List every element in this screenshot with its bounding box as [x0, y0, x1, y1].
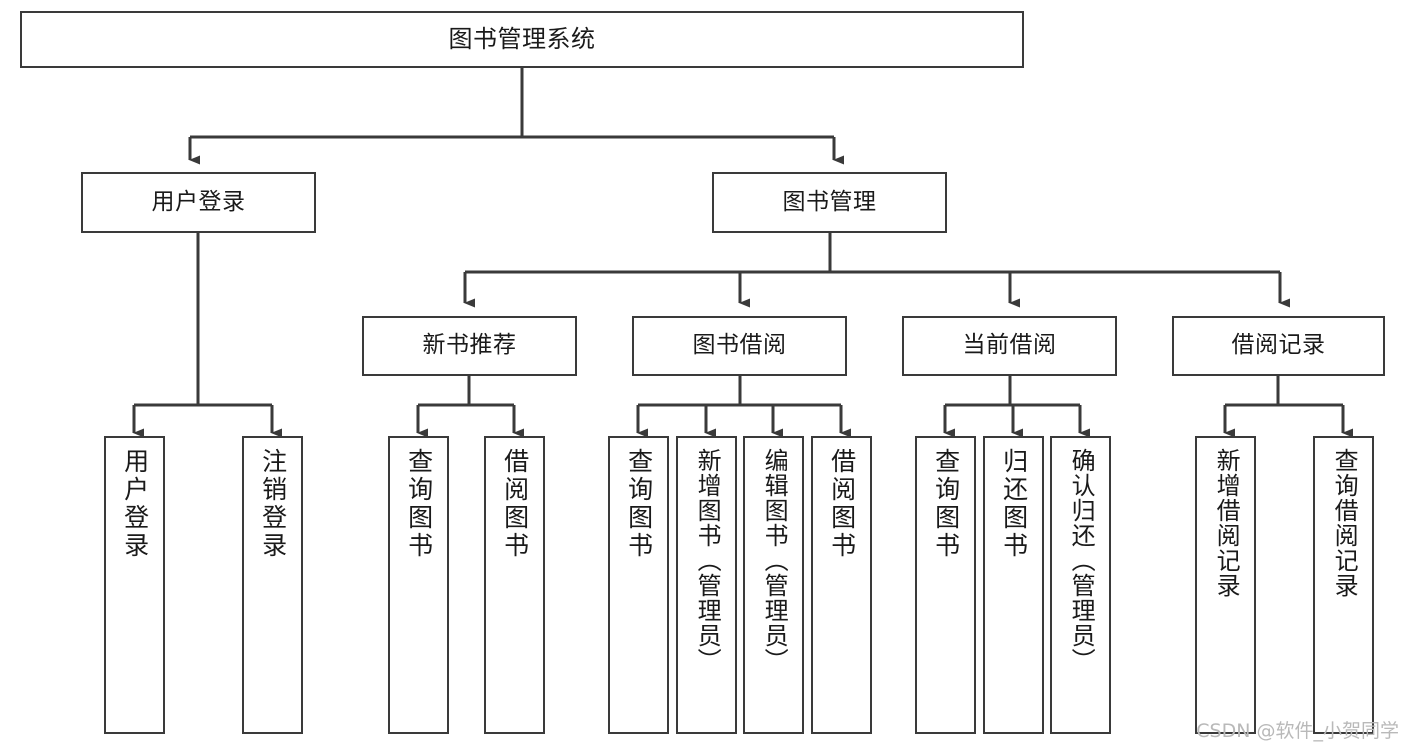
node-book-management[interactable]: 图书管理: [712, 172, 947, 233]
node-label: 借阅图书: [500, 448, 530, 560]
leaf-return-book[interactable]: 归还图书: [983, 436, 1044, 734]
node-current-borrowing[interactable]: 当前借阅: [902, 316, 1117, 376]
node-label: 查询借阅记录: [1330, 448, 1359, 598]
node-user-login[interactable]: 用户登录: [81, 172, 316, 233]
leaf-confirm-return-admin[interactable]: 确认归还（管理员）: [1050, 436, 1111, 734]
leaf-add-book-admin[interactable]: 新增图书（管理员）: [676, 436, 737, 734]
leaf-query-book-newbook[interactable]: 查询图书: [388, 436, 449, 734]
node-label: 图书管理: [782, 188, 877, 215]
leaf-user-login[interactable]: 用户登录: [104, 436, 165, 734]
node-label: 新增图书（管理员）: [693, 448, 722, 673]
leaf-edit-book-admin[interactable]: 编辑图书（管理员）: [743, 436, 804, 734]
node-label: 借阅图书: [827, 448, 857, 560]
node-label: 图书借阅: [692, 332, 787, 359]
node-label: 查询图书: [931, 448, 961, 560]
leaf-query-borrow-record[interactable]: 查询借阅记录: [1313, 436, 1374, 734]
node-book-borrowing[interactable]: 图书借阅: [632, 316, 847, 376]
node-label: 编辑图书（管理员）: [760, 448, 789, 673]
node-label: 新增借阅记录: [1212, 448, 1241, 598]
node-label: 新书推荐: [422, 332, 517, 359]
node-label: 查询图书: [404, 448, 434, 560]
node-root-book-management-system[interactable]: 图书管理系统: [20, 11, 1024, 68]
node-label: 用户登录: [120, 448, 150, 560]
node-label: 归还图书: [999, 448, 1029, 560]
node-label: 查询图书: [624, 448, 654, 560]
node-label: 借阅记录: [1231, 332, 1326, 359]
node-label: 确认归还（管理员）: [1067, 448, 1096, 673]
node-borrowing-record[interactable]: 借阅记录: [1172, 316, 1385, 376]
leaf-query-book-current[interactable]: 查询图书: [915, 436, 976, 734]
leaf-borrow-book[interactable]: 借阅图书: [811, 436, 872, 734]
node-label: 当前借阅: [962, 332, 1057, 359]
csdn-watermark: CSDN @软件_小贺同学: [1196, 720, 1399, 742]
node-label: 图书管理系统: [448, 25, 596, 54]
leaf-query-book-borrow[interactable]: 查询图书: [608, 436, 669, 734]
leaf-logout[interactable]: 注销登录: [242, 436, 303, 734]
node-new-book-recommendation[interactable]: 新书推荐: [362, 316, 577, 376]
leaf-borrow-book-newbook[interactable]: 借阅图书: [484, 436, 545, 734]
leaf-add-borrow-record[interactable]: 新增借阅记录: [1195, 436, 1256, 734]
node-label: 注销登录: [258, 448, 288, 560]
node-label: 用户登录: [151, 188, 246, 215]
